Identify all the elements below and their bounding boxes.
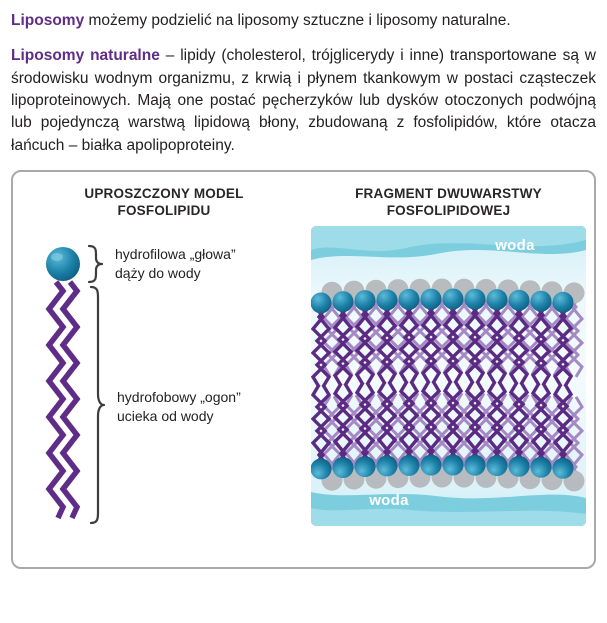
right-figure-title-line1: FRAGMENT DWUWARSTWY: [355, 185, 542, 201]
bilayer-bottom-layer: [311, 379, 586, 493]
water-label-bottom: woda: [368, 492, 409, 509]
tail-label-line1: hydrofobowy „ogon”: [117, 389, 241, 405]
water-label-top: woda: [494, 237, 535, 254]
intro-paragraph-2-text: – lipidy (cholesterol, trójglicerydy i i…: [11, 47, 596, 154]
head-label-line2: dąży do wody: [115, 265, 201, 281]
intro-paragraph-1: Liposomy możemy podzielić na liposomy sz…: [11, 10, 596, 32]
term-liposomy: Liposomy: [11, 12, 85, 29]
phospholipid-head-circle: [46, 246, 80, 281]
intro-paragraph-1-text: możemy podzielić na liposomy sztuczne i …: [84, 12, 511, 29]
head-label-line1: hydrofilowa „głowa”: [115, 246, 236, 262]
right-figure-title-line2: FOSFOLIPIDOWEJ: [386, 203, 511, 219]
intro-paragraph-2: Liposomy naturalne – lipidy (cholesterol…: [11, 45, 596, 157]
right-figure-title: FRAGMENT DWUWARSTWY FOSFOLIPIDOWEJ: [355, 185, 542, 220]
figure-panel: UPROSZCZONY MODEL FOSFOLIPIDU hydrofi: [11, 169, 596, 569]
phospholipid-tail-left-zigzag: [45, 280, 67, 520]
phospholipid-tail-right-zigzag: [59, 280, 81, 520]
left-figure-title-line2: FOSFOLIPIDU: [117, 203, 211, 219]
left-figure-title-line1: UPROSZCZONY MODEL: [84, 185, 244, 201]
page: Liposomy możemy podzielić na liposomy sz…: [11, 10, 596, 569]
left-figure-title: UPROSZCZONY MODEL FOSFOLIPIDU: [21, 185, 307, 220]
phospholipid-head-highlight: [51, 252, 63, 261]
bilayer-illustration: woda woda: [311, 225, 586, 526]
tail-brace: [89, 285, 106, 525]
term-liposomy-naturalne: Liposomy naturalne: [11, 47, 160, 65]
head-brace: [87, 244, 104, 284]
tail-label-line2: ucieka od wody: [117, 408, 214, 424]
water-band-top-highlight: [311, 225, 586, 251]
right-figure-column: FRAGMENT DWUWARSTWY FOSFOLIPIDOWEJ: [307, 185, 590, 557]
water-band-bottom-highlight: [311, 507, 586, 526]
phospholipid-model-diagram: hydrofilowa „głowa” dąży do wody hydrofo…: [45, 244, 241, 525]
bilayer-scene: woda woda: [311, 225, 586, 526]
left-figure-column: UPROSZCZONY MODEL FOSFOLIPIDU hydrofi: [21, 185, 307, 557]
